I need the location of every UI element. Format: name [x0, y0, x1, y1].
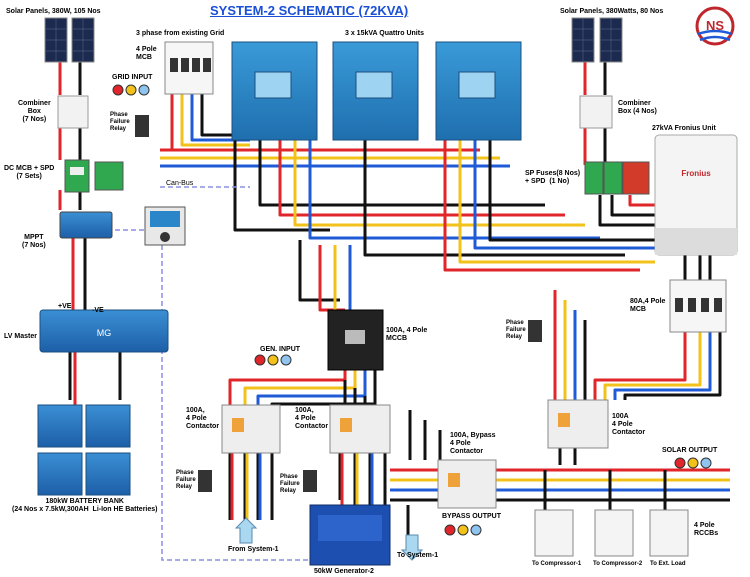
label-solar-left: Solar Panels, 380W, 105 Nos [6, 8, 101, 15]
rccbs [534, 509, 689, 557]
label-bypass-output: BYPASS OUTPUT [442, 513, 501, 520]
phase-failure-relay-3 [198, 470, 212, 492]
combiner-box-right [579, 95, 613, 129]
label-contactor-left: 100A, 4 Pole Contactor [186, 407, 220, 430]
contactor-right [547, 399, 609, 449]
mccb-100a [327, 309, 384, 371]
color-control-gx [144, 206, 186, 246]
bypass-contactor [437, 459, 497, 509]
quattro-unit-2 [332, 41, 419, 141]
label-sp-fuses: SP Fuses(8 Nos) + SPD (1 No) [525, 170, 581, 185]
quattro-unit-1 [231, 41, 318, 141]
phase-failure-relay-4 [303, 470, 317, 492]
svg-text:MG: MG [97, 328, 112, 338]
label-neg: -VE [92, 307, 104, 314]
dc-wire-red [58, 62, 75, 310]
label-to-system1: To System-1 [397, 552, 439, 559]
label-combiner-left: Combiner Box (7 Nos) [18, 100, 51, 123]
contactor-mid [329, 404, 391, 454]
combiner-box-left [57, 95, 89, 129]
label-solar-output: SOLAR OUTPUT [662, 447, 718, 454]
label-solar-right: Solar Panels, 380Watts, 80 Nos [560, 8, 664, 15]
label-generator: 50kW Generator-2 [314, 568, 374, 575]
battery-bank [37, 404, 131, 496]
dc-mcb-spd [64, 159, 124, 193]
quattro-unit-3 [435, 41, 522, 141]
mppt [59, 211, 113, 239]
label-from-system1: From System-1 [228, 546, 279, 553]
dc-wire-black [78, 62, 87, 310]
lv-master: MG [39, 309, 169, 353]
label-contactor-mid: 100A, 4 Pole Contactor [295, 407, 329, 430]
label-compressor1: To Compressor-1 [532, 561, 582, 567]
label-rccbs: 4 Pole RCCBs [694, 522, 719, 537]
label-pfr-4: Phase Failure Relay [280, 474, 300, 494]
label-4pole-mcb: 4 Pole MCB [136, 46, 157, 61]
label-grid-source: 3 phase from existing Grid [136, 30, 225, 37]
mcb-80a [669, 279, 727, 333]
label-pos: +VE [58, 303, 72, 310]
label-battery-bank: 180kW BATTERY BANK (24 Nos x 7.5kW,300AH… [12, 498, 158, 513]
sp-fuses-spd [584, 161, 650, 195]
label-mccb: 100A, 4 Pole MCCB [386, 327, 428, 342]
label-contactor-right: 100A 4 Pole Contactor [612, 413, 646, 436]
label-lv-master: LV Master [4, 333, 37, 340]
grid-4pole-mcb [164, 41, 214, 95]
label-pfr-1: Phase Failure Relay [110, 112, 130, 132]
arrow-from-system1 [234, 517, 258, 544]
label-dc-mcb: DC MCB + SPD (7 Sets) [4, 165, 55, 180]
label-80a-mcb: 80A,4 Pole MCB [630, 298, 666, 313]
company-logo: NS [695, 6, 735, 46]
solar-panels-left [44, 17, 95, 63]
logo-text: NS [706, 18, 724, 33]
label-pfr-2: Phase Failure Relay [506, 320, 526, 340]
fronius-inverter: Fronius [654, 134, 738, 256]
phase-failure-relay-1 [135, 115, 149, 137]
page-title: SYSTEM-2 SCHEMATIC (72KVA) [210, 3, 409, 18]
label-combiner-right: Combiner Box (4 Nos) [618, 100, 657, 115]
label-bypass-contactor: 100A, Bypass 4 Pole Contactor [450, 432, 496, 455]
generator [309, 504, 391, 566]
label-can-bus: Can-Bus [166, 180, 194, 187]
indicator-lamps [112, 84, 712, 536]
label-gen-input: GEN. INPUT [260, 346, 301, 353]
label-ext-load: To Ext. Load [650, 561, 686, 567]
label-fronius: 27kVA Fronius Unit [652, 125, 716, 132]
arrow-to-system1 [400, 534, 424, 561]
svg-text:Fronius: Fronius [681, 169, 711, 178]
phase-failure-relay-2 [528, 320, 542, 342]
label-pfr-3: Phase Failure Relay [176, 470, 196, 490]
label-grid-input: GRID INPUT [112, 74, 153, 81]
contactor-left [221, 404, 281, 454]
label-mppt: MPPT (7 Nos) [22, 234, 46, 249]
solar-panels-right [571, 17, 623, 63]
label-compressor2: To Compressor-2 [593, 561, 643, 567]
label-quattro: 3 x 15kVA Quattro Units [345, 30, 424, 37]
